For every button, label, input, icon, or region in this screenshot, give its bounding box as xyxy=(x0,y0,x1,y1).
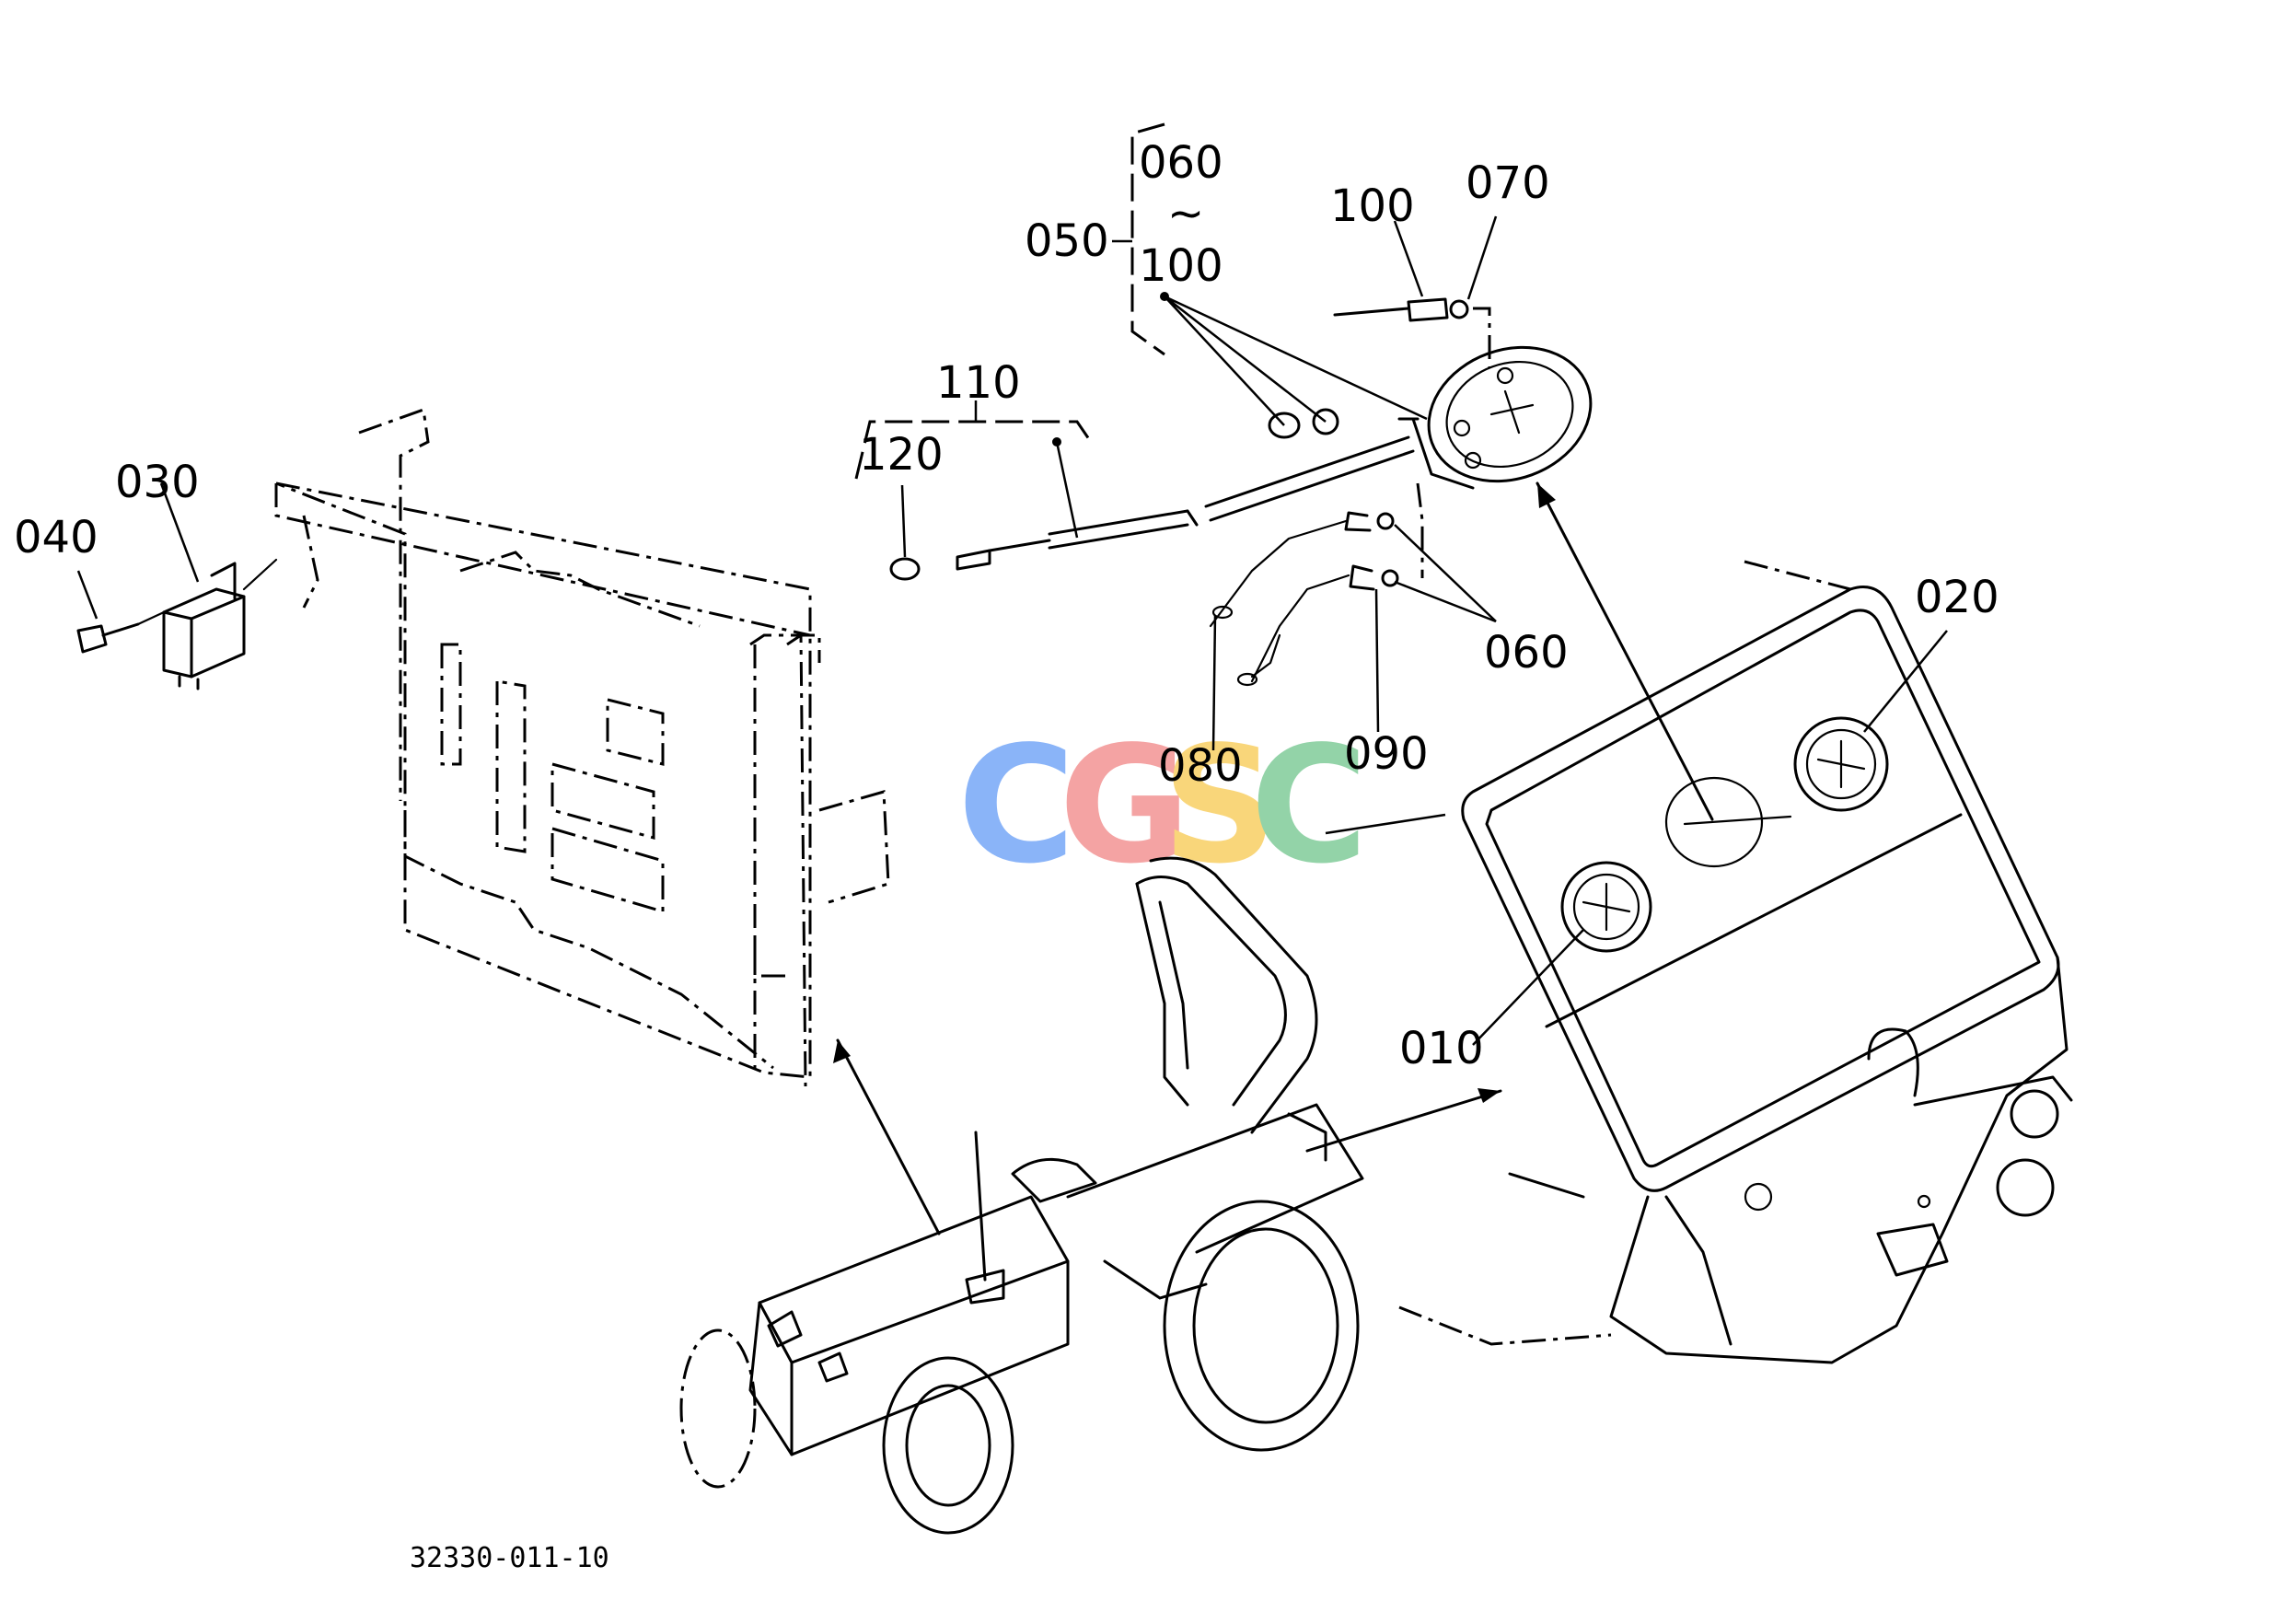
callout-120: 120 xyxy=(859,429,944,481)
callout-090: 090 xyxy=(1344,728,1429,780)
wire-harness xyxy=(1209,482,1424,687)
bulb-070-100 xyxy=(1333,297,1491,368)
callout-110: 110 xyxy=(936,357,1021,409)
figure-number: 32330-011-10 xyxy=(410,1542,609,1574)
callout-030: 030 xyxy=(115,457,200,508)
watermark-letter-2: G xyxy=(1059,713,1191,899)
nuts-washers xyxy=(1160,292,1428,439)
callout-020: 020 xyxy=(1915,572,1999,623)
meter-cable-110 xyxy=(889,435,1415,581)
mounting-bracket-panel xyxy=(274,407,890,1087)
callout-070: 070 xyxy=(1466,157,1550,209)
arrows xyxy=(833,481,1714,1235)
tractor xyxy=(679,856,1364,1535)
hour-meter-050 xyxy=(1397,345,1593,490)
callout-100-right: 100 xyxy=(1330,180,1415,232)
callout-010: 010 xyxy=(1399,1023,1484,1074)
relay-030 xyxy=(162,558,278,690)
instrument-panel xyxy=(1398,560,2073,1364)
callout-060-right: 060 xyxy=(1484,627,1569,679)
watermark-letter-1: C xyxy=(957,713,1075,899)
callout-100-top: 100 xyxy=(1139,240,1223,292)
leaders xyxy=(76,122,1948,1046)
bolt-040 xyxy=(76,610,166,654)
watermark-letter-3: S xyxy=(1162,713,1278,899)
watermark-letter-4: C xyxy=(1250,713,1368,899)
callout-060-top: 060 xyxy=(1139,137,1223,189)
callout-range-tilde: ~ xyxy=(1167,188,1204,239)
callout-050: 050 xyxy=(1025,215,1109,267)
watermark: C G S C xyxy=(957,713,1368,899)
callout-080: 080 xyxy=(1158,740,1243,792)
callout-040: 040 xyxy=(14,512,99,563)
callout-labels: 010 020 030 040 050 060 ~ 100 060 070 08… xyxy=(14,137,1999,1574)
